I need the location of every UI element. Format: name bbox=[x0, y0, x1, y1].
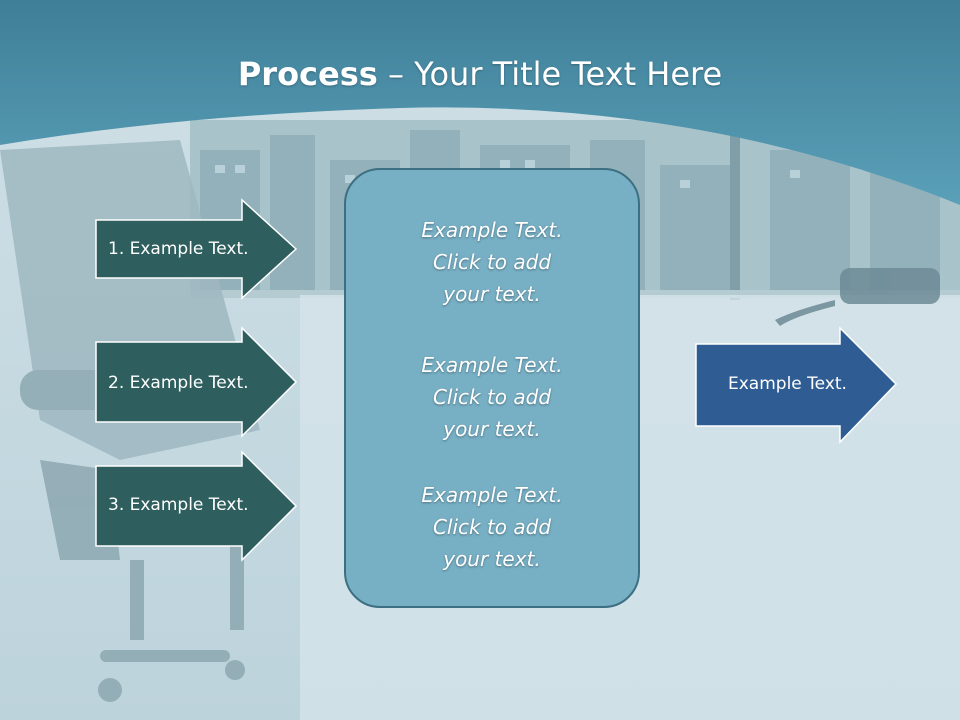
center-paragraph-1: Example Text. Click to add your text. bbox=[346, 214, 638, 310]
paragraph-2-line-2: Click to add bbox=[432, 385, 552, 409]
center-paragraph-2: Example Text. Click to add your text. bbox=[346, 349, 638, 445]
arrow-right-icon bbox=[695, 326, 898, 444]
left-arrow-1-label: 1. Example Text. bbox=[108, 239, 249, 259]
left-arrow-3-label: 3. Example Text. bbox=[108, 495, 249, 515]
left-arrow-3[interactable]: 3. Example Text. bbox=[94, 450, 300, 562]
paragraph-1-line-3: your text. bbox=[443, 282, 541, 306]
title-bold: Process bbox=[237, 55, 378, 93]
paragraph-3-line-2: Click to add bbox=[432, 515, 552, 539]
left-arrow-1[interactable]: 1. Example Text. bbox=[94, 198, 300, 300]
arrow-right-icon bbox=[95, 326, 298, 438]
title-rest: – Your Title Text Here bbox=[377, 55, 723, 93]
center-text-box[interactable]: Example Text. Click to add your text. Ex… bbox=[344, 168, 640, 608]
paragraph-1-line-1: Example Text. bbox=[421, 218, 563, 242]
right-arrow-label: Example Text. bbox=[728, 374, 847, 394]
right-arrow[interactable]: Example Text. bbox=[694, 326, 900, 444]
arrow-right-icon bbox=[95, 198, 298, 300]
paragraph-3-line-1: Example Text. bbox=[421, 483, 563, 507]
left-arrow-2[interactable]: 2. Example Text. bbox=[94, 326, 300, 438]
left-arrow-2-label: 2. Example Text. bbox=[108, 373, 249, 393]
paragraph-1-line-2: Click to add bbox=[432, 250, 552, 274]
slide-title: Process – Your Title Text Here bbox=[0, 52, 960, 96]
paragraph-2-line-1: Example Text. bbox=[421, 353, 563, 377]
paragraph-3-line-3: your text. bbox=[443, 547, 541, 571]
arrow-right-icon bbox=[95, 450, 298, 562]
center-paragraph-3: Example Text. Click to add your text. bbox=[346, 479, 638, 575]
paragraph-2-line-3: your text. bbox=[443, 417, 541, 441]
